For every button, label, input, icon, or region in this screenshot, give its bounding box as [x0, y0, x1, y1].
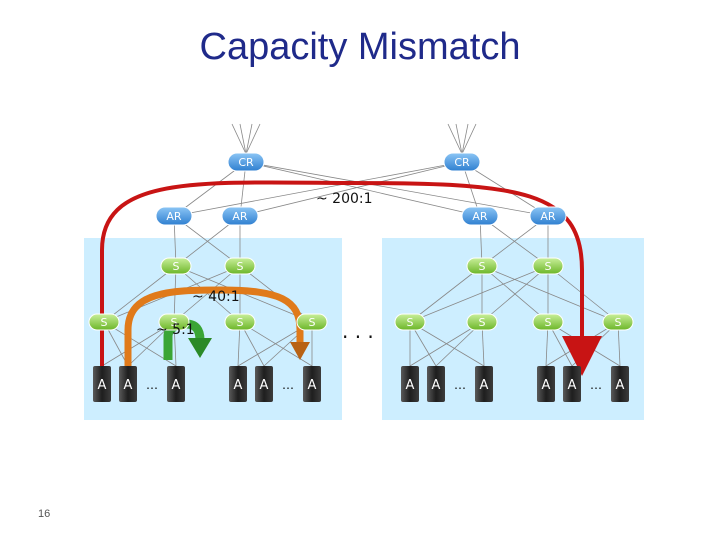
access-router: AR [221, 206, 259, 226]
link [455, 123, 463, 155]
access-router: AR [529, 206, 567, 226]
server-ellipsis: … [146, 378, 158, 392]
tor-switch: S [296, 313, 328, 331]
access-router-label: AR [540, 210, 556, 223]
nodes: CR CR AR AR AR AR S S S S S S S S S S S S A A … A A A … A A A … A A A … A [88, 152, 634, 402]
server: A [563, 366, 581, 402]
server: A [427, 366, 445, 402]
link [245, 161, 549, 217]
page-number: 16 [38, 508, 51, 520]
link [173, 161, 463, 217]
link [461, 123, 477, 155]
core-ratio-label: ~ 200:1 [316, 191, 373, 207]
server-label: A [260, 378, 269, 393]
aggregation-switch-label: S [545, 260, 552, 273]
link [231, 123, 247, 155]
tor-switch: S [532, 313, 564, 331]
link [409, 321, 483, 367]
link [461, 123, 469, 155]
server-label: A [98, 378, 107, 393]
core-path-arrow [100, 180, 602, 376]
server: A [167, 366, 185, 402]
link [173, 265, 241, 323]
access-router-label: AR [232, 210, 248, 223]
tor-switch-label: S [407, 316, 414, 329]
access-router: AR [461, 206, 499, 226]
link [245, 123, 253, 155]
link [447, 123, 463, 155]
server: A [475, 366, 493, 402]
link [103, 265, 177, 323]
tor-switch-label: S [309, 316, 316, 329]
server: A [303, 366, 321, 402]
server-label: A [308, 378, 317, 393]
link [481, 265, 619, 323]
aggregation-switch-label: S [479, 260, 486, 273]
server-ellipsis: … [454, 378, 466, 392]
access-router-label: AR [166, 210, 182, 223]
server-label: A [172, 378, 181, 393]
aggregation-switch-label: S [237, 260, 244, 273]
server: A [611, 366, 629, 402]
link [245, 161, 481, 217]
server-label: A [432, 378, 441, 393]
link [101, 321, 175, 367]
server-label: A [234, 378, 243, 393]
link [409, 265, 549, 323]
aggregation-path-arrow [124, 286, 304, 368]
core-router-label: CR [454, 156, 470, 169]
core-router-label: CR [238, 156, 254, 169]
server: A [537, 366, 555, 402]
tor-switch: S [394, 313, 426, 331]
tor-switch-label: S [237, 316, 244, 329]
tor-switch-label: S [479, 316, 486, 329]
tor-switch: S [602, 313, 634, 331]
link [481, 265, 549, 323]
server-label: A [568, 378, 577, 393]
aggregation-switch: S [466, 257, 498, 275]
server-label: A [480, 378, 489, 393]
link [245, 123, 261, 155]
aggregation-switch: S [224, 257, 256, 275]
server-label: A [616, 378, 625, 393]
tor-switch-label: S [171, 316, 178, 329]
tor-arrow-head [188, 338, 212, 358]
core-router: CR [443, 152, 481, 172]
tor-ratio-label: ~ 5:1 [156, 322, 195, 338]
access-router: AR [155, 206, 193, 226]
link [175, 265, 241, 323]
server-label: A [406, 378, 415, 393]
server: A [255, 366, 273, 402]
pod-ellipsis: . . . [342, 319, 374, 343]
aggregation-arrow-head [290, 342, 310, 360]
tor-switch-label: S [545, 316, 552, 329]
pod-right-background [382, 238, 644, 420]
server: A [229, 366, 247, 402]
tor-switch-label: S [101, 316, 108, 329]
tor-switch: S [224, 313, 256, 331]
access-router-label: AR [472, 210, 488, 223]
tor-switch: S [88, 313, 120, 331]
link [239, 123, 247, 155]
aggregation-ratio-label: ~ 40:1 [192, 289, 240, 305]
aggregation-switch: S [160, 257, 192, 275]
server: A [401, 366, 419, 402]
server-label: A [124, 378, 133, 393]
aggregation-switch: S [532, 257, 564, 275]
link [409, 265, 483, 323]
tor-switch-label: S [615, 316, 622, 329]
server-label: A [542, 378, 551, 393]
core-router: CR [227, 152, 265, 172]
server-ellipsis: … [590, 378, 602, 392]
link [409, 321, 485, 367]
aggregation-switch-label: S [173, 260, 180, 273]
slide-title: Capacity Mismatch [199, 26, 521, 68]
tor-switch: S [466, 313, 498, 331]
server: A [93, 366, 111, 402]
tor-switch: S [158, 313, 190, 331]
server: A [119, 366, 137, 402]
link [239, 161, 463, 217]
server-ellipsis: … [282, 378, 294, 392]
